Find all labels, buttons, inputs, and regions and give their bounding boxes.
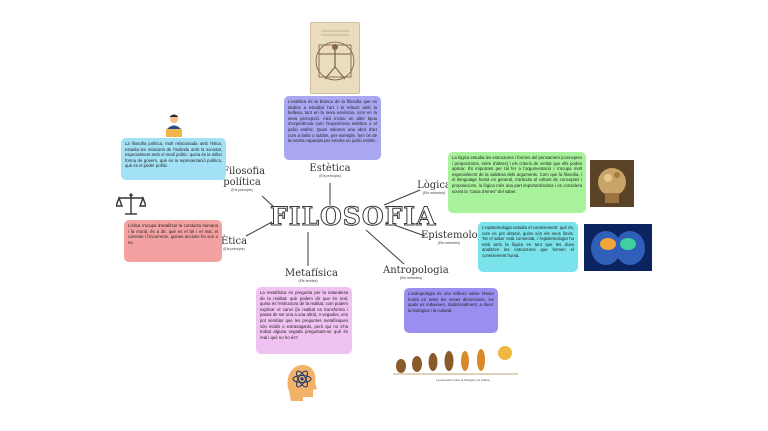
atom-head-icon: [283, 361, 319, 401]
politica-description: La filosofia política, molt relacionada …: [121, 138, 226, 180]
glowing-brains-image: [584, 224, 652, 271]
head-collage-image: [590, 160, 634, 207]
logica-description: La lògica estudia les estructures i form…: [448, 152, 586, 213]
branch-title: Lògica: [417, 180, 451, 191]
line-politica: [261, 195, 276, 209]
line-logica: [383, 189, 421, 206]
line-antropologia: [365, 229, 405, 265]
line-epistemologia: [385, 221, 426, 237]
branch-title: Antropologia: [383, 265, 449, 276]
branch-antropologia[interactable]: Antropologia (Els mètodes): [383, 265, 449, 281]
branch-etica[interactable]: Ètica (Els principis): [218, 236, 250, 252]
branch-subtitle: (Els mètodes): [422, 191, 446, 195]
metafisica-description: La metafísica es pregunta per la natural…: [256, 287, 352, 354]
branch-logica[interactable]: Lògica (Els mètodes): [416, 180, 452, 196]
branch-title: Ètica: [220, 236, 248, 247]
epistemologia-description: L'epistemologia estudia el coneixement: …: [478, 222, 578, 272]
central-topic-title[interactable]: FILOSOFIA: [270, 202, 437, 232]
evolution-caption: La conexión entre la biología y la cultu…: [436, 378, 490, 382]
politician-icon: [164, 113, 184, 137]
branch-subtitle: (Els teories): [298, 279, 318, 283]
branch-estetica[interactable]: Estètica (Els principis): [305, 163, 355, 179]
scales-icon: [114, 192, 148, 218]
branch-title: Filosofia política: [222, 166, 266, 188]
human-evolution-image: [393, 342, 518, 380]
branch-subtitle: (Els mètodes): [399, 276, 423, 280]
vitruvian-man-image: [310, 22, 360, 94]
branch-subtitle: (Els principis): [319, 174, 341, 178]
branch-epistemologia[interactable]: Epistemologia (Els mètodes): [421, 230, 494, 246]
branch-title: Epistemologia: [421, 230, 494, 241]
branch-subtitle: (Els principis): [223, 247, 245, 251]
branch-title: Estètica: [309, 163, 351, 174]
line-etica: [245, 221, 273, 237]
branch-title: Metafísica: [285, 268, 338, 279]
estetica-description: L'estètica és la branca de la filosofia …: [284, 96, 381, 160]
branch-subtitle: (Els principis): [231, 188, 253, 192]
branch-politica[interactable]: Filosofia política (Els principis): [222, 166, 266, 193]
branch-metafisica[interactable]: Metafísica (Els teories): [285, 268, 338, 284]
antropologia-description: L'antropologia és una reflexió sobre l'é…: [404, 288, 498, 333]
branch-subtitle: (Els mètodes): [437, 241, 461, 245]
etica-description: L'ètica s'ocupa d'analitzar la conducta …: [124, 220, 222, 262]
